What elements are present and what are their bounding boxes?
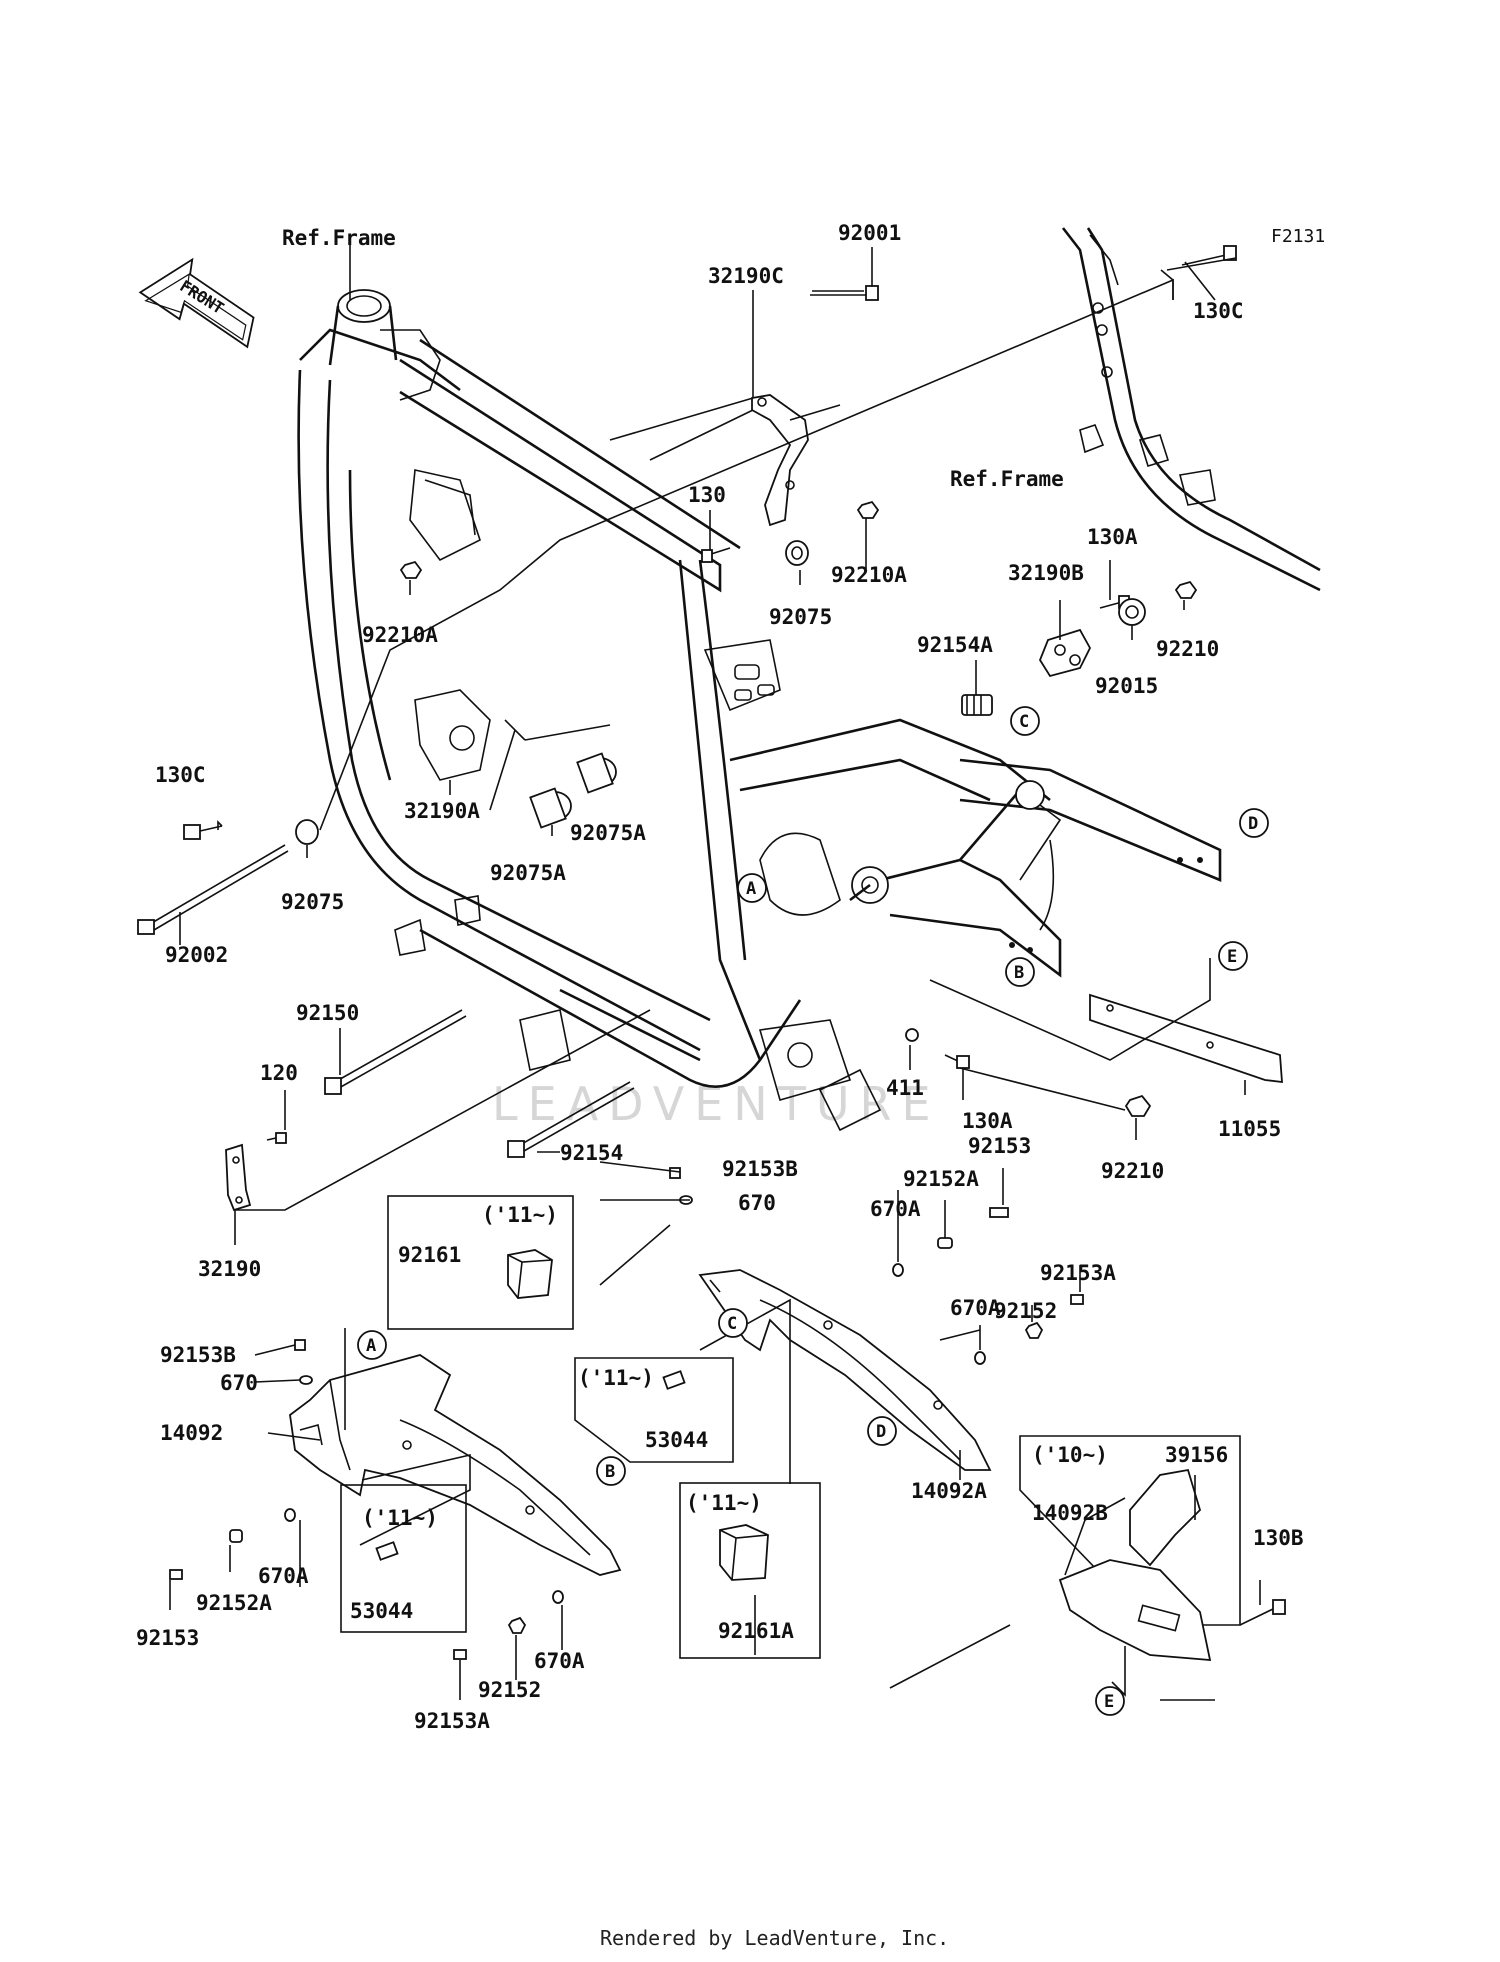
bracket-11055	[1089, 993, 1283, 1084]
inset-92161a	[679, 1482, 821, 1659]
callout-e: E	[1227, 947, 1237, 967]
part-label: 92210A	[831, 563, 907, 587]
bracket-32190c	[751, 394, 809, 527]
callout-c-lower: C	[727, 1314, 737, 1334]
bolts	[137, 245, 1237, 1158]
part-label: 92015	[1095, 674, 1158, 698]
callout-letters: A B C D E A B C D E	[366, 712, 1258, 1712]
year-note: ('11~)	[578, 1366, 654, 1390]
part-label: 92152A	[196, 1591, 272, 1615]
part-label: 92154A	[917, 633, 993, 657]
part-label: 670A	[870, 1197, 921, 1221]
part-label: 14092B	[1032, 1501, 1108, 1525]
callout-d-lower: D	[876, 1422, 886, 1442]
bracket-32190	[225, 1143, 252, 1212]
part-label: 92153B	[722, 1157, 798, 1181]
part-label: 92153A	[414, 1709, 490, 1733]
cover-14092	[289, 1354, 622, 1576]
callout-a-lower: A	[366, 1336, 376, 1356]
leader-lines	[169, 238, 1261, 1701]
part-label: 92161	[398, 1243, 461, 1267]
ref-labels: Ref.Frame Ref.Frame	[282, 226, 1064, 491]
part-label: 670A	[258, 1564, 309, 1588]
year-note: ('10~)	[1032, 1443, 1108, 1467]
part-label: 92153	[136, 1626, 199, 1650]
inset-53044-center	[574, 1357, 734, 1463]
ref-frame-label: Ref.Frame	[950, 467, 1064, 491]
part-label: 14092A	[911, 1479, 987, 1503]
part-label: 130C	[1193, 299, 1244, 323]
inset-92161	[387, 1195, 574, 1330]
part-label: 130C	[155, 763, 206, 787]
callout-c: C	[1019, 712, 1029, 732]
year-notes: ('11~) ('11~) ('11~) ('11~) ('10~)	[362, 1203, 1108, 1530]
callout-d: D	[1248, 814, 1258, 834]
part-label: 32190A	[404, 799, 480, 823]
year-note: ('11~)	[482, 1203, 558, 1227]
part-label: 92152A	[903, 1167, 979, 1191]
callout-b: B	[1014, 963, 1024, 983]
part-label: 92161A	[718, 1619, 794, 1643]
part-label: 130	[688, 483, 726, 507]
part-label: 670A	[950, 1296, 1001, 1320]
part-label: 92002	[165, 943, 228, 967]
part-label: 670A	[534, 1649, 585, 1673]
part-label: 130B	[1253, 1526, 1304, 1550]
part-label: 11055	[1218, 1117, 1281, 1141]
callout-b-lower: B	[605, 1462, 615, 1482]
part-label: 92150	[296, 1001, 359, 1025]
part-labels: 92001 130C 32190C 130 92210A 92075 92210…	[136, 221, 1304, 1733]
inset-10-parts	[1019, 1435, 1286, 1661]
bracket-32190b	[1038, 628, 1092, 678]
part-label: 670	[738, 1191, 776, 1215]
part-label: 92075A	[570, 821, 646, 845]
part-label: 92153B	[160, 1343, 236, 1367]
year-note: ('11~)	[686, 1491, 762, 1515]
part-label: 32190C	[708, 264, 784, 288]
part-label: 670	[220, 1371, 258, 1395]
part-label: 14092	[160, 1421, 223, 1445]
footer-credit: Rendered by LeadVenture, Inc.	[600, 1926, 949, 1950]
figure-code: F2131	[1271, 226, 1325, 247]
cover-14092a	[698, 1269, 992, 1471]
swingarm	[849, 758, 1222, 978]
part-label: 92075	[769, 605, 832, 629]
part-label: 92152	[478, 1678, 541, 1702]
part-label: 92075A	[490, 861, 566, 885]
part-label: 53044	[350, 1599, 413, 1623]
part-label: 411	[886, 1076, 924, 1100]
part-label: 92210	[1101, 1159, 1164, 1183]
callout-e-lower: E	[1104, 1692, 1114, 1712]
part-label: 53044	[645, 1428, 708, 1452]
year-note: ('11~)	[362, 1506, 438, 1530]
part-label: 130A	[962, 1109, 1013, 1133]
part-label: 32190	[198, 1257, 261, 1281]
part-label: 39156	[1165, 1443, 1228, 1467]
part-label: 120	[260, 1061, 298, 1085]
part-label: 92210A	[362, 623, 438, 647]
front-arrow-icon: FRONT	[138, 257, 255, 349]
part-label: 92154	[560, 1141, 623, 1165]
callout-a: A	[746, 879, 756, 899]
ref-frame-label: Ref.Frame	[282, 226, 396, 250]
main-frame	[297, 289, 1051, 1132]
inset-53044-left	[340, 1484, 467, 1633]
part-label: 92210	[1156, 637, 1219, 661]
part-label: 32190B	[1008, 561, 1084, 585]
part-label: 92153A	[1040, 1261, 1116, 1285]
part-label: 92153	[968, 1134, 1031, 1158]
part-label: 130A	[1087, 525, 1138, 549]
callout-markers	[357, 706, 1269, 1716]
ref-frame-rear	[1061, 227, 1321, 592]
part-label: 92075	[281, 890, 344, 914]
part-label: 92001	[838, 221, 901, 245]
part-label: 92152	[994, 1299, 1057, 1323]
